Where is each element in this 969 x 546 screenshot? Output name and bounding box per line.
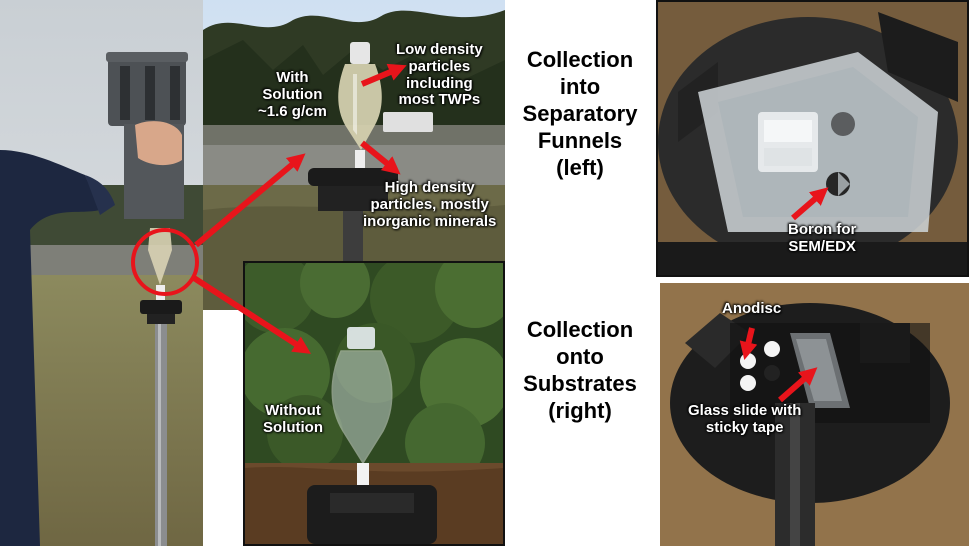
label-low-density: Low density particles including most TWP… <box>396 41 483 109</box>
caption-top-line-5: (left) <box>556 155 604 181</box>
boron-line-1: Boron for <box>788 221 857 238</box>
label-with-solution: With Solution ~1.6 g/cm <box>258 69 327 120</box>
glass-slide-line-1: Glass slide with <box>688 402 802 419</box>
low-density-line-2: particles <box>408 57 471 75</box>
high-density-line-2: particles, mostly <box>370 195 489 213</box>
low-density-line-3: including <box>406 74 473 92</box>
anodisc-text: Anodisc <box>722 300 782 317</box>
caption-bottom-line-4: (right) <box>548 398 612 424</box>
caption-bottom-line-2: onto <box>556 344 604 370</box>
label-boron: Boron for SEM/EDX <box>788 221 857 256</box>
caption-bottom-line-3: Substrates <box>523 371 637 397</box>
high-density-line-3: inorganic minerals <box>363 212 497 230</box>
caption-top-line-1: Collection <box>526 47 634 72</box>
low-density-line-1: Low density <box>396 41 483 58</box>
with-solution-line-3: ~1.6 g/cm <box>258 102 327 120</box>
with-solution-line-2: Solution <box>262 85 323 103</box>
photo-collector-in-field <box>0 0 203 546</box>
photo-anodisc-glass-slide: Anodisc Glass slide with sticky tape <box>660 283 969 546</box>
label-anodisc: Anodisc <box>722 300 782 318</box>
high-density-line-1: High density <box>384 179 475 196</box>
caption-collection-onto-substrates: Collection onto Substrates (right) <box>505 316 655 424</box>
caption-top-line-3: Separatory <box>522 101 638 127</box>
label-glass-slide: Glass slide with sticky tape <box>688 402 802 437</box>
without-solution-line-1: Without <box>265 402 321 419</box>
photo-funnel-without-solution: Without Solution <box>243 261 505 546</box>
label-high-density: High density particles, mostly inorganic… <box>363 179 497 230</box>
collector-scene <box>0 0 203 546</box>
label-without-solution: Without Solution <box>263 402 323 437</box>
photo-boron-substrate: Boron for SEM/EDX <box>656 0 969 277</box>
funnel-without-solution-scene <box>245 263 503 544</box>
low-density-line-4: most TWPs <box>398 91 481 109</box>
caption-collection-into-funnels: Collection into Separatory Funnels (left… <box>505 46 655 181</box>
boron-substrate-scene <box>658 2 967 275</box>
glass-slide-line-2: sticky tape <box>705 418 784 436</box>
boron-line-2: SEM/EDX <box>788 237 856 255</box>
caption-top-line-4: Funnels <box>537 128 623 154</box>
caption-top-line-2: into <box>559 74 601 100</box>
caption-bottom-line-1: Collection <box>526 317 634 342</box>
without-solution-line-2: Solution <box>263 418 323 436</box>
with-solution-line-1: With <box>276 69 309 86</box>
